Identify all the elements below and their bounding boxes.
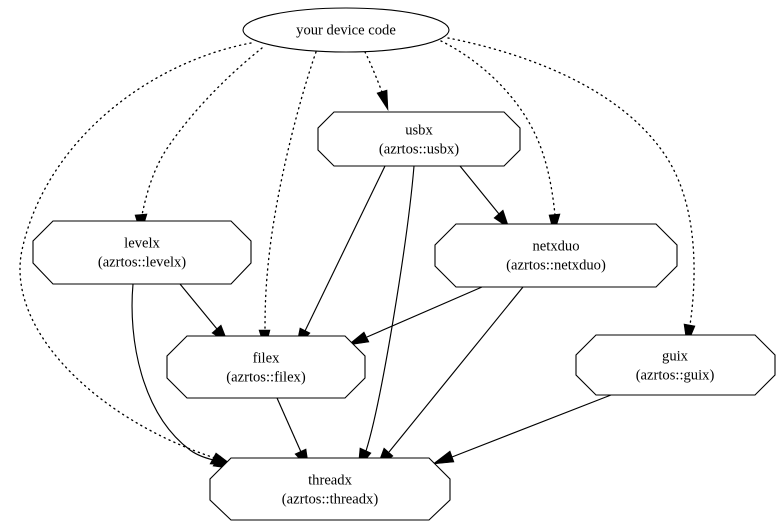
node-shape-octagon	[32, 220, 252, 285]
node-label-filex-line1: filex	[253, 350, 280, 366]
node-shape-ellipse	[242, 7, 450, 53]
node-shape-octagon	[317, 111, 521, 167]
node-label-device-line1: your device code	[296, 22, 396, 38]
node-label-usbx-line2: (azrtos::usbx)	[379, 141, 459, 157]
node-label-filex-line2: (azrtos::filex)	[226, 369, 306, 385]
edge-usbx-netxduo	[459, 165, 510, 229]
node-netxduo[interactable]: netxduo (azrtos::netxduo)	[434, 223, 678, 288]
node-usbx[interactable]: usbx (azrtos::usbx)	[317, 111, 521, 167]
edge-device-filex	[258, 51, 317, 351]
edge-device-guix	[447, 37, 696, 347]
node-label-threadx-line1: threadx	[308, 472, 352, 488]
edge-usbx-threadx	[357, 165, 415, 470]
edge-netxduo-filex	[346, 286, 483, 346]
node-label-levelx-line1: levelx	[124, 235, 160, 251]
edge-usbx-filex	[295, 165, 386, 349]
edge-device-levelx	[134, 47, 263, 236]
node-filex[interactable]: filex (azrtos::filex)	[166, 335, 366, 399]
node-shape-octagon	[209, 457, 451, 521]
node-shape-octagon	[434, 223, 678, 288]
node-threadx[interactable]: threadx (azrtos::threadx)	[209, 457, 451, 521]
node-label-guix-line2: (azrtos::guix)	[636, 367, 715, 383]
node-label-usbx-line1: usbx	[405, 122, 433, 138]
node-label-guix-line1: guix	[662, 348, 689, 364]
node-label-levelx-line2: (azrtos::levelx)	[98, 254, 186, 270]
edge-guix-threadx	[431, 394, 612, 465]
node-shape-octagon	[166, 335, 366, 399]
node-your-device-code[interactable]: your device code	[242, 7, 450, 53]
node-shape-octagon	[575, 334, 776, 396]
node-levelx[interactable]: levelx (azrtos::levelx)	[32, 220, 252, 285]
node-label-threadx-line2: (azrtos::threadx)	[282, 491, 379, 507]
node-label-netxduo-line2: (azrtos::netxduo)	[506, 257, 606, 273]
edge-levelx-filex	[179, 283, 229, 344]
edge-group-solid	[131, 165, 612, 470]
edge-device-usbx	[364, 51, 389, 112]
node-guix[interactable]: guix (azrtos::guix)	[575, 334, 776, 396]
edge-netxduo-threadx	[376, 286, 524, 468]
node-label-netxduo-line1: netxduo	[532, 238, 579, 254]
